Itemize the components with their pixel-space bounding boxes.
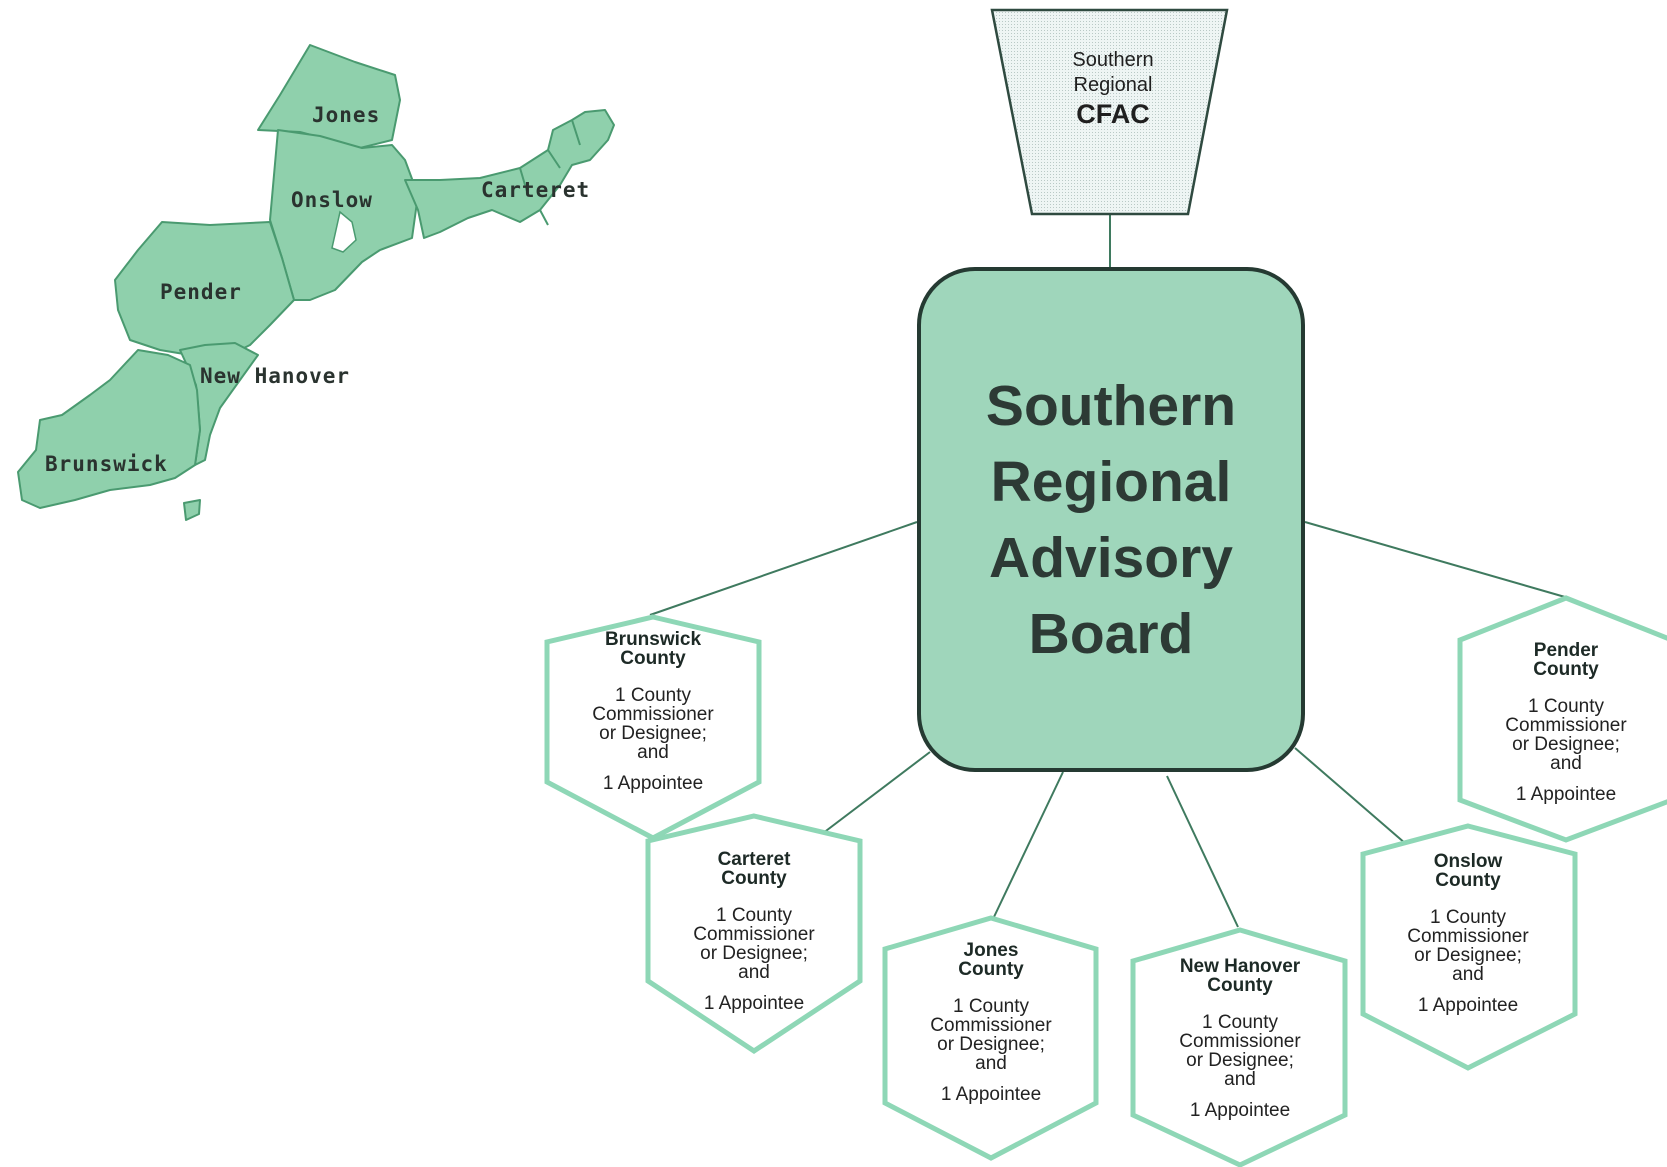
- member-line-1: 1 County: [614, 685, 692, 706]
- member-line-4: and: [1224, 1069, 1256, 1090]
- county-name: Carteret: [717, 849, 791, 870]
- county-suffix: County: [958, 959, 1024, 980]
- hexagon-new-hanover: [1130, 927, 1348, 1167]
- map-region-island: [183, 499, 201, 521]
- county-name: Onslow: [1433, 851, 1503, 872]
- hexagon-onslow: [1360, 823, 1578, 1071]
- map-region-brunswick: [17, 349, 201, 509]
- map-region-carteret: [404, 109, 615, 239]
- member-line-1: 1 County: [715, 905, 793, 926]
- member-line-4: and: [738, 962, 770, 983]
- county-suffix: County: [721, 868, 787, 889]
- county-name: Brunswick: [604, 629, 702, 650]
- county-name: Pender: [1533, 640, 1599, 661]
- cfac-line-2: Regional: [1073, 74, 1153, 96]
- county-suffix: County: [1533, 659, 1599, 680]
- member-line-2: Commissioner: [592, 704, 714, 725]
- board-title-line-2: Regional: [990, 449, 1232, 514]
- county-card-new-hanover: New Hanover County 1 County Commissioner…: [1145, 957, 1335, 1121]
- member-line-3: or Designee;: [700, 943, 808, 964]
- map-label-onslow: Onslow: [291, 188, 373, 212]
- county-name: Jones: [963, 940, 1019, 961]
- member-line-1: 1 County: [1527, 696, 1605, 717]
- member-line-1: 1 County: [1429, 907, 1507, 928]
- map-label-brunswick: Brunswick: [45, 452, 168, 476]
- member-line-4: and: [975, 1053, 1007, 1074]
- hexagon-jones: [882, 915, 1099, 1161]
- member-appointee: 1 Appointee: [1515, 784, 1617, 805]
- cfac-trapezoid: [990, 8, 1229, 216]
- map-label-new-hanover: New Hanover: [200, 364, 351, 388]
- member-appointee: 1 Appointee: [602, 773, 704, 794]
- county-card-onslow: Onslow County 1 County Commissioner or D…: [1373, 852, 1563, 1016]
- member-line-2: Commissioner: [1407, 926, 1529, 947]
- cfac-label: Southern Regional CFAC: [993, 48, 1233, 132]
- county-card-jones: Jones County 1 County Commissioner or De…: [896, 941, 1086, 1105]
- member-line-2: Commissioner: [1179, 1031, 1301, 1052]
- member-line-1: 1 County: [952, 996, 1030, 1017]
- board-title-line-4: Board: [1028, 601, 1194, 666]
- member-line-4: and: [1550, 753, 1582, 774]
- member-appointee: 1 Appointee: [1417, 995, 1519, 1016]
- county-card-pender: Pender County 1 County Commissioner or D…: [1471, 641, 1661, 805]
- map-label-jones: Jones: [312, 103, 381, 127]
- member-appointee: 1 Appointee: [703, 993, 805, 1014]
- member-line-3: or Designee;: [937, 1034, 1045, 1055]
- advisory-board-box: Southern Regional Advisory Board: [917, 267, 1305, 772]
- county-name: New Hanover: [1179, 956, 1301, 977]
- member-line-3: or Designee;: [599, 723, 707, 744]
- member-line-3: or Designee;: [1414, 945, 1522, 966]
- member-line-4: and: [1452, 964, 1484, 985]
- county-card-brunswick: Brunswick County 1 County Commissioner o…: [558, 630, 748, 794]
- county-card-carteret: Carteret County 1 County Commissioner or…: [659, 850, 849, 1014]
- county-suffix: County: [620, 648, 686, 669]
- board-title-line-1: Southern: [985, 373, 1237, 438]
- map-label-pender: Pender: [160, 280, 242, 304]
- cfac-line-3: CFAC: [1076, 99, 1150, 129]
- board-title-line-3: Advisory: [989, 525, 1233, 590]
- member-line-3: or Designee;: [1512, 734, 1620, 755]
- county-hexagons: [544, 595, 1667, 1167]
- map-region-jones: [257, 44, 401, 149]
- hexagon-carteret: [645, 813, 863, 1054]
- map-label-carteret: Carteret: [481, 178, 591, 202]
- member-appointee: 1 Appointee: [1189, 1100, 1291, 1121]
- member-line-2: Commissioner: [1505, 715, 1627, 736]
- county-suffix: County: [1207, 975, 1273, 996]
- connector-lines: [649, 214, 1566, 928]
- member-appointee: 1 Appointee: [940, 1084, 1042, 1105]
- member-line-2: Commissioner: [930, 1015, 1052, 1036]
- county-suffix: County: [1435, 870, 1501, 891]
- hexagon-pender: [1457, 595, 1667, 843]
- member-line-3: or Designee;: [1186, 1050, 1294, 1071]
- member-line-2: Commissioner: [693, 924, 815, 945]
- cfac-line-1: Southern: [1072, 49, 1154, 71]
- member-line-4: and: [637, 742, 669, 763]
- member-line-1: 1 County: [1201, 1012, 1279, 1033]
